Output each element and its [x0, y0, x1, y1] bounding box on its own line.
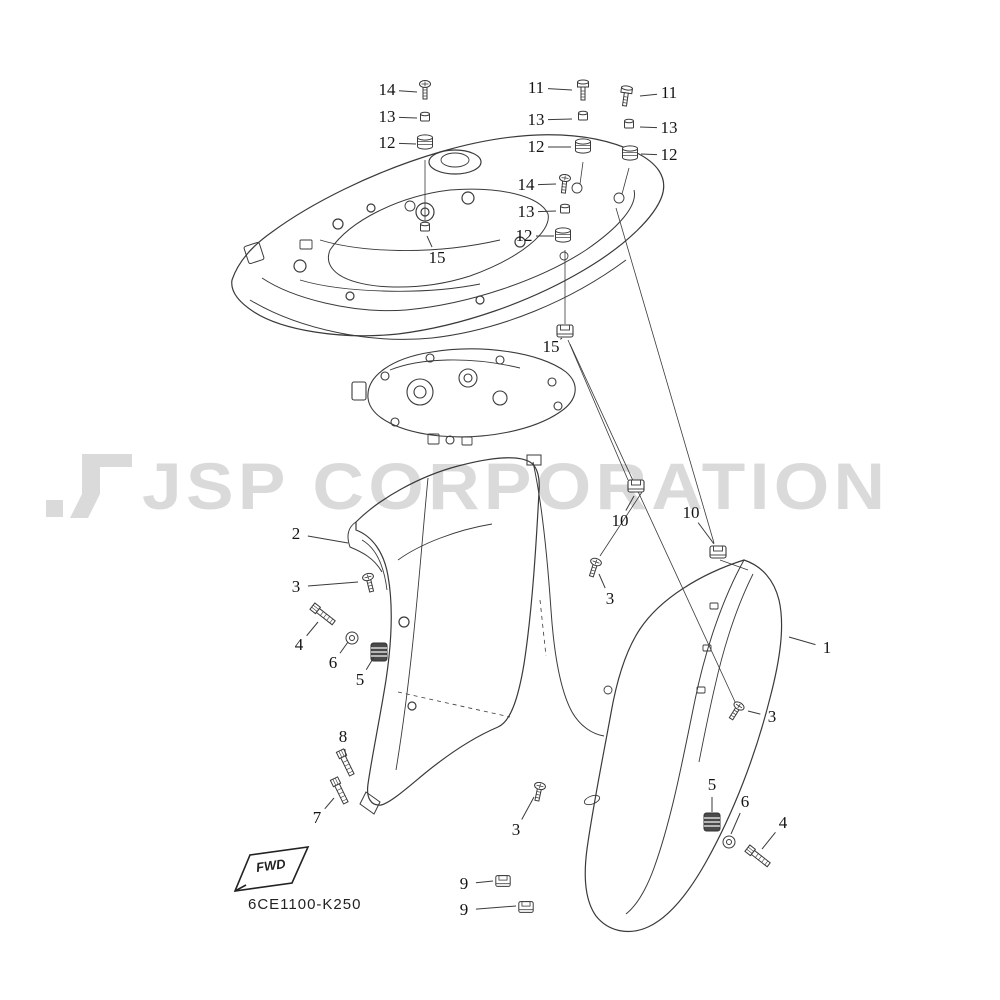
- callout-3: 3: [605, 589, 615, 608]
- callout-13: 13: [378, 107, 396, 126]
- callout-15: 15: [428, 248, 446, 267]
- side-cover-right: [526, 454, 783, 933]
- callout-14: 14: [517, 175, 535, 194]
- callout-1: 1: [822, 638, 832, 657]
- callout-8: 8: [338, 727, 348, 746]
- callout-12: 12: [660, 145, 678, 164]
- callout-3: 3: [291, 577, 301, 596]
- callout-5: 5: [355, 670, 365, 689]
- side-cover-left: [347, 457, 540, 815]
- bottom-cowling-top: [231, 134, 665, 340]
- callout-13: 13: [660, 118, 678, 137]
- callout-13: 13: [517, 202, 535, 221]
- fwd-arrow-icon: [233, 846, 310, 892]
- callout-11: 11: [660, 83, 678, 102]
- callout-5: 5: [707, 775, 717, 794]
- callout-12: 12: [527, 137, 545, 156]
- callout-6: 6: [740, 792, 750, 811]
- callout-13: 13: [527, 110, 545, 129]
- callout-3: 3: [511, 820, 521, 839]
- callout-15: 15: [542, 337, 560, 356]
- diagram-code: 6CE1100-K250: [248, 896, 362, 913]
- callout-10: 10: [611, 511, 629, 530]
- callout-3: 3: [767, 707, 777, 726]
- callout-4: 4: [778, 813, 788, 832]
- callout-4: 4: [294, 635, 304, 654]
- callout-9: 9: [459, 874, 469, 893]
- callout-9: 9: [459, 900, 469, 919]
- callout-7: 7: [312, 808, 322, 827]
- callout-6: 6: [328, 653, 338, 672]
- callout-2: 2: [291, 524, 301, 543]
- assembly-lines: [397, 160, 749, 718]
- engine-holder: [351, 348, 576, 446]
- callout-12: 12: [378, 133, 396, 152]
- callout-14: 14: [378, 80, 396, 99]
- callout-11: 11: [527, 78, 545, 97]
- callout-12: 12: [515, 226, 533, 245]
- callout-10: 10: [682, 503, 700, 522]
- fwd-badge: FWD: [232, 843, 312, 895]
